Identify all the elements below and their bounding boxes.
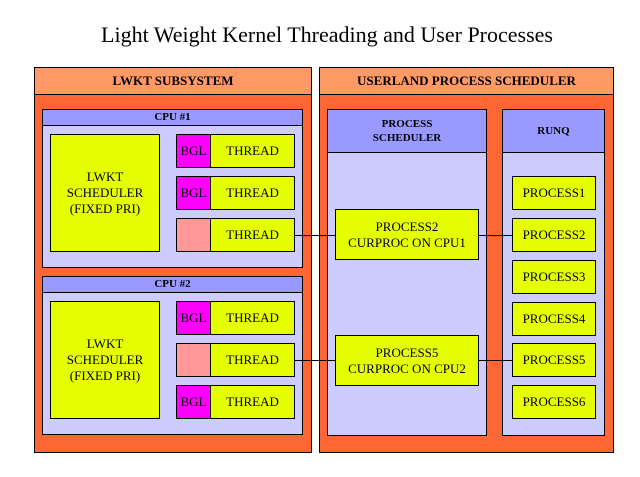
cpu-2-lwkt-scheduler: LWKT SCHEDULER (FIXED PRI) (50, 301, 160, 419)
cpu-1-row-1-thread: THREAD (210, 134, 295, 168)
process-scheduler-header: PROCESS SCHEDULER (328, 110, 486, 153)
diagram-title: Light Weight Kernel Threading and User P… (101, 22, 553, 47)
connector-curproc1-to-runq-process2 (479, 235, 512, 236)
connector-cpu2-thread-to-curproc2 (295, 360, 335, 361)
cpu-2-row-3-thread: THREAD (210, 385, 295, 419)
cpu-1-label: CPU #1 (43, 110, 302, 126)
cpu-2-row-1-bgl-lock: BGL (176, 301, 211, 335)
cpu-1-row-2-thread: THREAD (210, 176, 295, 210)
cpu-1-row-1-bgl-lock: BGL (176, 134, 211, 168)
cpu-1-lwkt-scheduler: LWKT SCHEDULER (FIXED PRI) (50, 134, 160, 252)
cpu-2-row-2-no-lock (176, 343, 211, 377)
runq-process-6: PROCESS6 (512, 385, 596, 419)
runq-process-1: PROCESS1 (512, 176, 596, 210)
cpu-2-label: CPU #2 (43, 277, 302, 293)
cpu-1-row-2-bgl-lock: BGL (176, 176, 211, 210)
curproc-cpu2-box: PROCESS5 CURPROC ON CPU2 (335, 335, 479, 386)
runq-process-4: PROCESS4 (512, 302, 596, 336)
cpu-2-row-1-thread: THREAD (210, 301, 295, 335)
runq-header: RUNQ (503, 110, 604, 153)
userland-scheduler-header: USERLAND PROCESS SCHEDULER (320, 68, 613, 95)
runq-process-2: PROCESS2 (512, 218, 596, 252)
cpu-2-row-3-bgl-lock: BGL (176, 385, 211, 419)
lwkt-subsystem-header: LWKT SUBSYSTEM (35, 68, 311, 95)
runq-process-5: PROCESS5 (512, 343, 596, 377)
cpu-1-row-3-no-lock (176, 218, 211, 252)
curproc-cpu1-box: PROCESS2 CURPROC ON CPU1 (335, 209, 479, 260)
runq-process-3: PROCESS3 (512, 260, 596, 294)
connector-cpu1-thread-to-curproc1 (295, 235, 335, 236)
cpu-2-row-2-thread: THREAD (210, 343, 295, 377)
cpu-1-row-3-thread: THREAD (210, 218, 295, 252)
connector-curproc2-to-runq-process5 (479, 360, 512, 361)
process-scheduler-column: PROCESS SCHEDULER (327, 109, 487, 436)
